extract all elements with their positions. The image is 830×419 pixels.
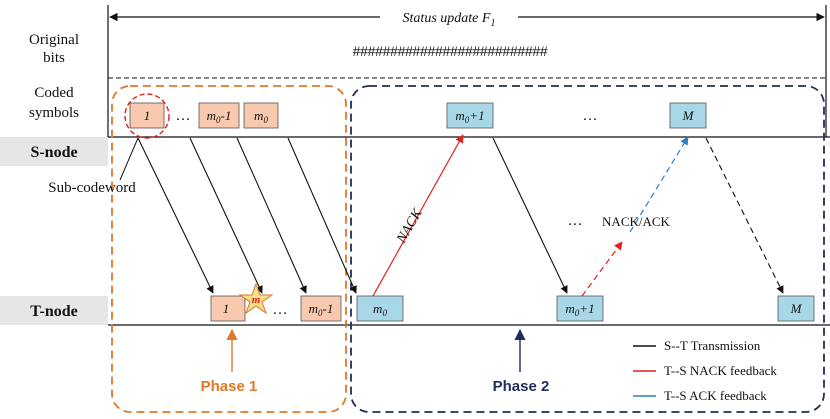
status-update-label: Status update F1 — [403, 11, 496, 29]
s-node-band — [0, 137, 108, 166]
phase-2-label: Phase 2 — [493, 378, 550, 395]
tx-arrow-2 — [189, 137, 263, 294]
s-node-label: S-node — [30, 144, 77, 161]
nack-ack-feedback-blue — [629, 136, 689, 233]
coded-symbols-label-2: symbols — [29, 105, 79, 121]
symbol-box-M — [669, 102, 707, 129]
nack-ack-feedback-red — [581, 241, 623, 297]
tx-arrow-6-dashed — [705, 137, 784, 294]
star-symbol-text: m — [252, 294, 261, 306]
received-box-M — [777, 295, 815, 322]
sub-codeword-circle — [124, 93, 170, 139]
phase-1-region — [111, 85, 347, 413]
phase-2-region — [350, 85, 825, 413]
symbol-M-text: M — [682, 108, 695, 123]
legend-nack-text: T--S NACK feedback — [664, 363, 777, 378]
erasure-star-icon — [238, 282, 274, 315]
received-m0-plus-1-text: m0+1 — [565, 301, 594, 318]
original-bits-hashes: ########################## — [353, 43, 548, 59]
nack-feedback-arrow — [372, 134, 464, 297]
tx-arrow-3 — [236, 137, 307, 294]
legend-st-text: S--T Transmission — [664, 338, 761, 353]
coded-symbols-label-1: Coded — [34, 85, 74, 101]
tx-arrow-1 — [137, 137, 214, 294]
received-box-m0-minus-1 — [300, 295, 342, 322]
received-ellipsis: … — [273, 302, 288, 318]
symbol-box-m0 — [243, 102, 279, 129]
nack-ack-label: NACK/ACK — [602, 214, 671, 229]
symbol-m0-plus-1-text: m0+1 — [455, 108, 484, 125]
sub-codeword-label: Sub-codeword — [48, 180, 136, 196]
symbols-ellipsis-2: … — [583, 108, 598, 124]
legend-ack-text: T--S ACK feedback — [664, 388, 767, 403]
symbols-ellipsis: … — [176, 108, 191, 124]
received-m0-text: m0 — [373, 301, 387, 318]
original-bits-label-2: bits — [43, 50, 65, 66]
received-box-m0 — [356, 295, 404, 322]
t-node-label: T-node — [30, 303, 77, 320]
tx-arrow-5 — [492, 137, 568, 294]
received-1-text: 1 — [223, 301, 230, 316]
feedback-ellipsis: … — [568, 213, 583, 229]
sub-codeword-pointer — [119, 137, 139, 181]
symbol-box-m0-plus-1 — [446, 102, 494, 129]
symbol-box-1 — [129, 102, 165, 129]
received-box-m0-plus-1 — [556, 295, 604, 322]
tx-arrow-4 — [287, 137, 357, 294]
symbol-1-text: 1 — [144, 108, 151, 123]
received-M-text: M — [790, 301, 803, 316]
original-bits-label-1: Original — [29, 32, 79, 48]
nack-arrow-label: NACK — [394, 206, 426, 247]
symbol-m0-minus-1-text: m0-1 — [207, 108, 232, 125]
received-m0-minus-1-text: m0-1 — [309, 301, 334, 318]
received-box-1 — [210, 295, 246, 322]
symbol-box-m0-minus-1 — [198, 102, 240, 129]
phase-1-label: Phase 1 — [201, 378, 258, 395]
t-node-band — [0, 296, 108, 325]
symbol-m0-text: m0 — [254, 108, 268, 125]
